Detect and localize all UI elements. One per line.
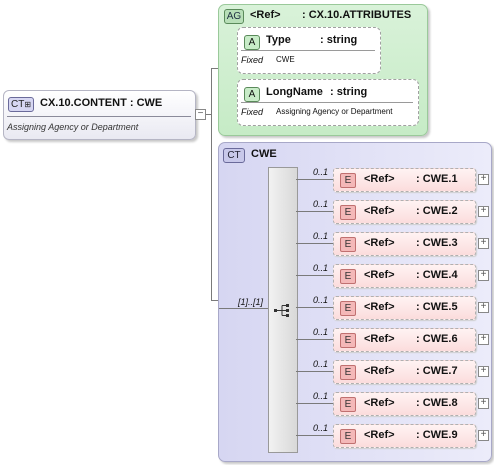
attribute-type-value: : string xyxy=(320,34,358,46)
element-badge: E xyxy=(340,173,356,188)
element-badge: E xyxy=(340,397,356,412)
element-box[interactable]: E <Ref> : CWE.5 xyxy=(333,296,476,320)
divider xyxy=(241,102,413,103)
connector-line xyxy=(296,243,333,244)
attribute-badge: A xyxy=(244,87,260,102)
attribute-longname[interactable]: A LongName : string Fixed Assigning Agen… xyxy=(237,79,419,126)
element-badge: E xyxy=(340,205,356,220)
documentation-text: Assigning Agency or Department xyxy=(7,122,139,132)
element-type: : CWE.2 xyxy=(416,205,458,217)
element-type: : CWE.3 xyxy=(416,237,458,249)
connector-line xyxy=(296,403,333,404)
content-title: CX.10.CONTENT : CWE xyxy=(40,97,163,109)
connector-line xyxy=(296,179,333,180)
attribute-type[interactable]: A Type : string Fixed CWE xyxy=(237,27,381,74)
element-box[interactable]: E <Ref> : CWE.2 xyxy=(333,200,476,224)
element-occurrence: 0..1 xyxy=(313,359,329,369)
collapse-toggle[interactable]: − xyxy=(195,109,206,120)
divider xyxy=(7,116,191,117)
element-box[interactable]: E <Ref> : CWE.8 xyxy=(333,392,476,416)
element-ref: <Ref> xyxy=(364,269,395,281)
expand-toggle[interactable]: + xyxy=(478,398,489,409)
element-occurrence: 0..1 xyxy=(313,423,329,433)
connector-line xyxy=(296,211,333,212)
connector-line xyxy=(211,300,219,301)
connector-line xyxy=(219,308,268,309)
connector-line xyxy=(296,435,333,436)
fixed-value: Assigning Agency or Department xyxy=(276,107,393,116)
attribute-group-box[interactable]: AG <Ref> : CX.10.ATTRIBUTES A Type : str… xyxy=(218,4,428,136)
fixed-label: Fixed xyxy=(241,55,264,65)
element-ref: <Ref> xyxy=(364,333,395,345)
element-occurrence: 0..1 xyxy=(313,199,329,209)
element-badge: E xyxy=(340,237,356,252)
element-ref: <Ref> xyxy=(364,173,395,185)
element-badge: E xyxy=(340,365,356,380)
attribute-badge: A xyxy=(244,35,260,50)
fixed-value: CWE xyxy=(276,55,295,64)
expand-toggle[interactable]: + xyxy=(478,430,489,441)
element-box[interactable]: E <Ref> : CWE.9 xyxy=(333,424,476,448)
connector-line xyxy=(296,339,333,340)
element-type: : CWE.9 xyxy=(416,429,458,441)
element-box[interactable]: E <Ref> : CWE.3 xyxy=(333,232,476,256)
expand-toggle[interactable]: + xyxy=(478,366,489,377)
element-box[interactable]: E <Ref> : CWE.1 xyxy=(333,168,476,192)
element-badge: E xyxy=(340,333,356,348)
element-type: : CWE.6 xyxy=(416,333,458,345)
element-type: : CWE.7 xyxy=(416,365,458,377)
divider xyxy=(241,50,375,51)
connector-line xyxy=(211,68,212,300)
connector-line xyxy=(296,275,333,276)
connector-line xyxy=(205,114,212,115)
complex-type-name: CWE xyxy=(251,148,277,160)
attribute-group-ref: <Ref> xyxy=(250,9,281,21)
expand-toggle[interactable]: + xyxy=(478,334,489,345)
element-box[interactable]: E <Ref> : CWE.4 xyxy=(333,264,476,288)
element-badge: E xyxy=(340,301,356,316)
element-ref: <Ref> xyxy=(364,365,395,377)
element-box[interactable]: E <Ref> : CWE.6 xyxy=(333,328,476,352)
element-occurrence: 0..1 xyxy=(313,327,329,337)
connector-line xyxy=(296,307,333,308)
element-occurrence: 0..1 xyxy=(313,231,329,241)
sequence-occurrence: [1]..[1] xyxy=(238,297,264,307)
element-occurrence: 0..1 xyxy=(313,167,329,177)
element-type: : CWE.8 xyxy=(416,397,458,409)
attribute-name: Type xyxy=(266,34,291,46)
expand-toggle[interactable]: + xyxy=(478,302,489,313)
connector-line xyxy=(296,371,333,372)
element-type: : CWE.4 xyxy=(416,269,458,281)
element-badge: E xyxy=(340,269,356,284)
sequence-icon xyxy=(274,304,289,317)
complex-type-badge: CT xyxy=(223,148,245,163)
attribute-name: LongName xyxy=(266,86,323,98)
element-ref: <Ref> xyxy=(364,397,395,409)
element-ref: <Ref> xyxy=(364,237,395,249)
sequence-icon: ⊞ xyxy=(24,100,32,109)
element-badge: E xyxy=(340,429,356,444)
element-ref: <Ref> xyxy=(364,429,395,441)
element-box[interactable]: E <Ref> : CWE.7 xyxy=(333,360,476,384)
element-type: : CWE.1 xyxy=(416,173,458,185)
expand-toggle[interactable]: + xyxy=(478,174,489,185)
expand-toggle[interactable]: + xyxy=(478,206,489,217)
attribute-group-badge: AG xyxy=(224,9,244,24)
expand-toggle[interactable]: + xyxy=(478,270,489,281)
complex-type-badge: CT⊞ xyxy=(8,97,34,112)
element-ref: <Ref> xyxy=(364,205,395,217)
sequence-compositor[interactable] xyxy=(268,167,298,453)
attribute-type-value: : string xyxy=(330,86,368,98)
fixed-label: Fixed xyxy=(241,107,264,117)
element-ref: <Ref> xyxy=(364,301,395,313)
content-type-box[interactable]: CT⊞ CX.10.CONTENT : CWE Assigning Agency… xyxy=(3,90,196,140)
element-occurrence: 0..1 xyxy=(313,263,329,273)
attribute-group-name: : CX.10.ATTRIBUTES xyxy=(302,9,412,21)
expand-toggle[interactable]: + xyxy=(478,238,489,249)
element-type: : CWE.5 xyxy=(416,301,458,313)
element-occurrence: 0..1 xyxy=(313,295,329,305)
element-occurrence: 0..1 xyxy=(313,391,329,401)
